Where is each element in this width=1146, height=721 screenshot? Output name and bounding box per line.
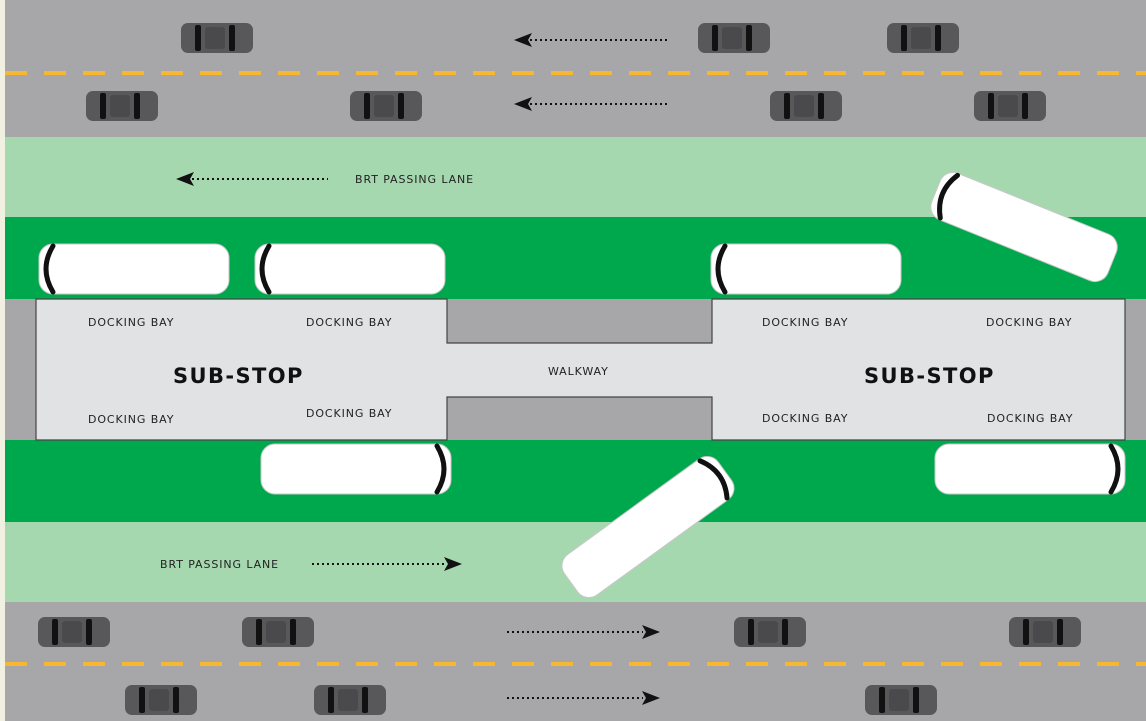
bus-icon (711, 244, 901, 294)
bus-icon (261, 444, 451, 494)
road-top (5, 0, 1146, 137)
passing-lane-bottom-label: BRT PASSING LANE (160, 558, 279, 571)
platform (35, 298, 1126, 441)
car-icon (181, 23, 253, 53)
car-icon (38, 617, 110, 647)
walkway-label: WALKWAY (548, 365, 609, 378)
sub-stop-left-label: SUB-STOP (173, 364, 304, 388)
docking-bay-label: DOCKING BAY (762, 412, 848, 425)
car-icon (734, 617, 806, 647)
dotted-arrow-icon (514, 33, 668, 47)
car-icon (86, 91, 158, 121)
car-icon (698, 23, 770, 53)
dotted-arrow-icon (507, 691, 660, 705)
docking-bay-label: DOCKING BAY (88, 413, 174, 426)
dotted-arrow-icon (507, 625, 660, 639)
docking-bay-label: DOCKING BAY (762, 316, 848, 329)
car-icon (770, 91, 842, 121)
car-icon (865, 685, 937, 715)
bus-icon (39, 244, 229, 294)
car-icon (974, 91, 1046, 121)
dotted-arrow-icon (312, 557, 462, 571)
docking-bay-label: DOCKING BAY (306, 407, 392, 420)
car-icon (125, 685, 197, 715)
docking-bay-label: DOCKING BAY (986, 316, 1072, 329)
bus-icon (255, 244, 445, 294)
car-icon (314, 685, 386, 715)
car-icon (350, 91, 422, 121)
dotted-arrow-icon (176, 172, 328, 186)
bus-icon (935, 444, 1125, 494)
passing-lane-top-label: BRT PASSING LANE (355, 173, 474, 186)
car-icon (1009, 617, 1081, 647)
docking-bay-label: DOCKING BAY (987, 412, 1073, 425)
car-icon (242, 617, 314, 647)
docking-bay-label: DOCKING BAY (88, 316, 174, 329)
docking-bay-label: DOCKING BAY (306, 316, 392, 329)
car-icon (887, 23, 959, 53)
sub-stop-right-label: SUB-STOP (864, 364, 995, 388)
dotted-arrow-icon (514, 97, 668, 111)
